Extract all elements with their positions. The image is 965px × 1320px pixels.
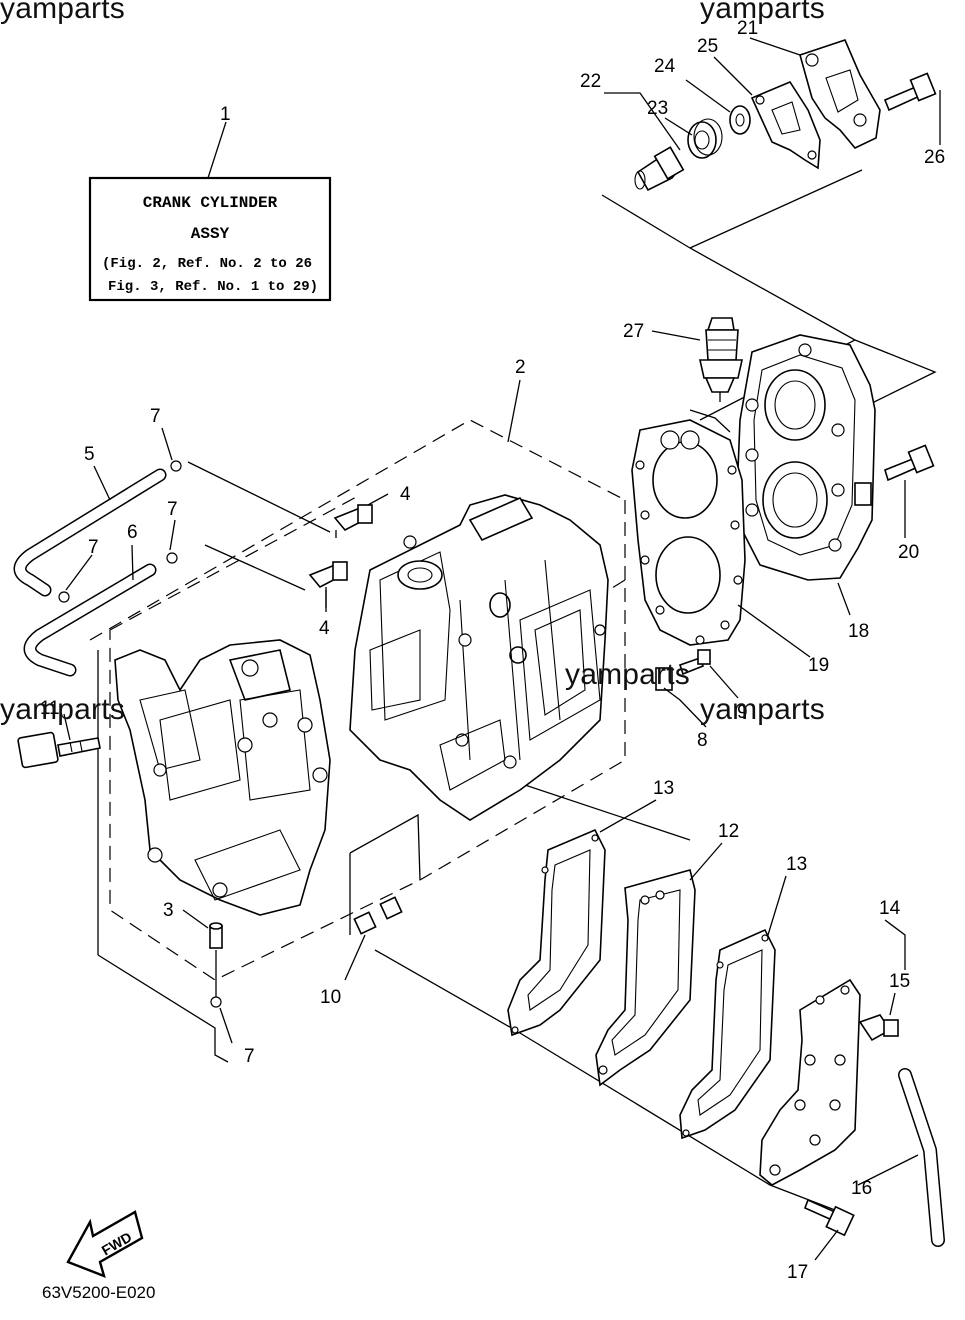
crank-cylinder-assy-note: CRANK CYLINDER ASSY (Fig. 2, Ref. No. 2 … <box>88 121 332 302</box>
callout-5: 5 <box>84 444 95 465</box>
crankcase-assembly <box>114 639 331 916</box>
callout-8: 8 <box>697 730 708 751</box>
callout-6: 6 <box>127 522 138 543</box>
callout-7-left: 7 <box>88 537 99 558</box>
dowel-3 <box>209 922 223 949</box>
callout-7-bottom: 7 <box>244 1046 255 1067</box>
cylinder-block-2 <box>349 494 609 821</box>
hose-6 <box>23 563 157 677</box>
fwd-direction-arrow: FWD <box>66 1210 144 1278</box>
callout-26: 26 <box>924 147 945 168</box>
callout-22: 22 <box>580 71 601 92</box>
spark-plug-27 <box>699 317 743 402</box>
watermark-mid-left: yamparts <box>0 693 125 726</box>
washer-24 <box>729 105 751 135</box>
bolt-26 <box>883 72 941 145</box>
callout-24: 24 <box>654 56 676 77</box>
callout-2: 2 <box>515 357 526 378</box>
callout-labels: 1 2 3 4 4 5 6 7 7 7 7 8 9 10 11 12 13 13… <box>40 18 945 1283</box>
dowels-10 <box>353 896 403 935</box>
note-ref-line2: Fig. 3, Ref. No. 1 to 29) <box>108 279 318 295</box>
callout-13-lower: 13 <box>786 854 807 875</box>
callout-25: 25 <box>697 36 718 57</box>
note-title-line2: ASSY <box>191 225 230 243</box>
connector-lines <box>97 169 937 1211</box>
exhaust-gasket-13a <box>507 828 606 1037</box>
callout-4-upper: 4 <box>400 484 411 505</box>
hose-16 <box>898 1068 945 1247</box>
assembly-dashed-outline <box>89 419 626 981</box>
exhaust-gasket-13b <box>679 928 776 1140</box>
callout-16: 16 <box>851 1178 872 1199</box>
callout-18: 18 <box>848 621 869 642</box>
callout-4-lower: 4 <box>319 618 330 639</box>
clip-7d <box>210 996 222 1008</box>
nipple-15 <box>858 1014 899 1042</box>
note-title-line1: CRANK CYLINDER <box>143 194 278 212</box>
cylinder-head-18 <box>737 334 876 581</box>
callout-23: 23 <box>647 98 668 119</box>
bolt-11 <box>17 713 101 769</box>
bolt-20 <box>884 444 935 482</box>
fitting-4-upper <box>333 504 373 538</box>
watermark-top-right: yamparts <box>700 0 825 25</box>
thermostat-gasket <box>750 81 821 170</box>
thermostat-22 <box>634 146 685 192</box>
callout-27: 27 <box>623 321 644 342</box>
callout-21: 21 <box>737 18 758 39</box>
seal-23 <box>687 118 723 159</box>
callout-15: 15 <box>889 971 910 992</box>
callout-7-mid: 7 <box>167 499 178 520</box>
callout-19: 19 <box>808 655 829 676</box>
hose-5 <box>13 468 167 597</box>
callout-13-upper: 13 <box>653 778 674 799</box>
watermark-top-left: yamparts <box>0 0 125 25</box>
bolt-17 <box>803 1198 855 1237</box>
watermark-mid-right: yamparts <box>700 693 825 726</box>
fitting-4-lower <box>308 561 348 608</box>
callout-17: 17 <box>787 1262 808 1283</box>
callout-3: 3 <box>163 900 174 921</box>
anode-8 <box>655 667 673 691</box>
clip-7b <box>166 552 178 564</box>
callout-1: 1 <box>220 104 231 125</box>
callout-20: 20 <box>898 542 919 563</box>
callout-10: 10 <box>320 987 341 1008</box>
callout-12: 12 <box>718 821 739 842</box>
callout-leaders <box>65 37 919 1261</box>
bolt-9 <box>678 649 711 676</box>
clip-7c <box>58 591 70 603</box>
thermostat-cover <box>799 39 881 149</box>
head-gasket-19 <box>631 419 746 646</box>
exhaust-cover-12 <box>595 869 696 1087</box>
callout-9: 9 <box>737 702 748 723</box>
exhaust-outer-cover-14 <box>759 978 861 1186</box>
note-ref-line1: (Fig. 2, Ref. No. 2 to 26 <box>102 256 312 272</box>
diagram-code: 63V5200-E020 <box>42 1283 155 1302</box>
callout-14: 14 <box>879 898 901 919</box>
clip-7a <box>170 460 182 472</box>
callout-7-top: 7 <box>150 406 161 427</box>
watermark-center: yamparts <box>565 658 690 691</box>
callout-11: 11 <box>40 698 60 719</box>
